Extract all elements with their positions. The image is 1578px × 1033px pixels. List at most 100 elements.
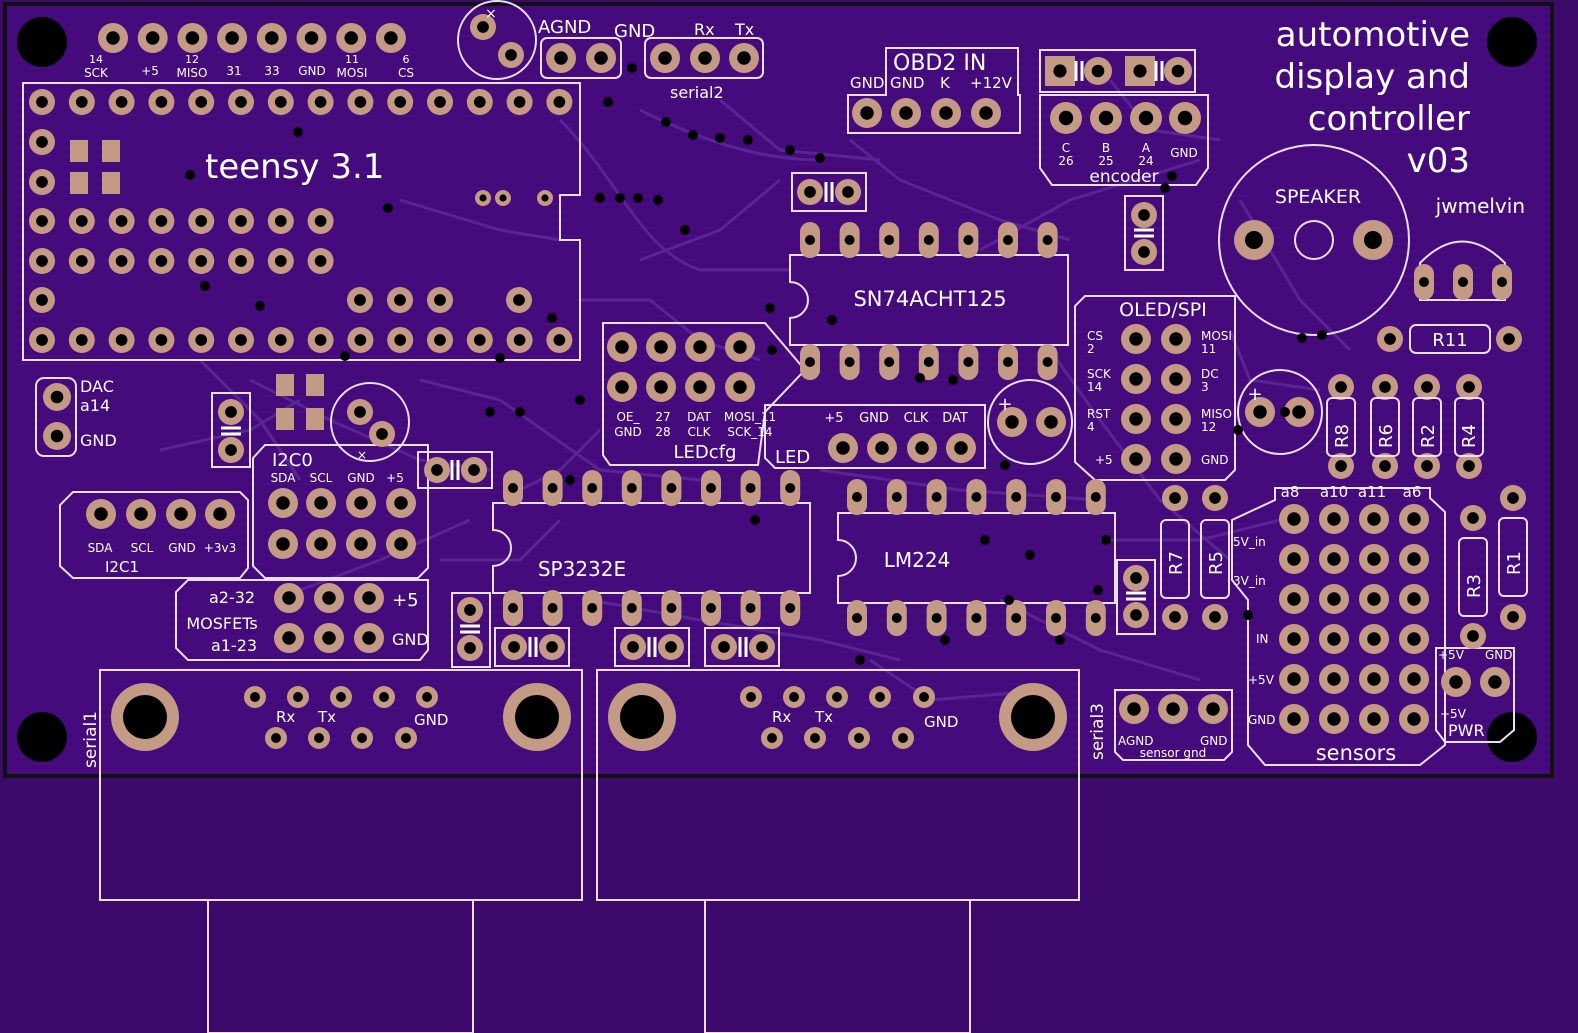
dac-gnd-label: GND — [80, 431, 117, 450]
header-pad-drill — [304, 31, 319, 45]
lm224-pin-drill — [891, 613, 902, 623]
cap-box-1 — [494, 627, 570, 667]
capacitor-top-outline — [457, 0, 537, 80]
serial3-label: serial3 — [1088, 703, 1108, 760]
teensy-pad-drill — [513, 96, 526, 108]
lm224-pin-drill — [931, 492, 942, 502]
silkscreen-text: automotive display and controller v03 jw… — [80, 6, 1525, 768]
teensy-pad-drill — [155, 96, 168, 108]
serial3-gnd: GND — [924, 713, 958, 731]
capacitor-led-outline — [987, 379, 1073, 465]
i2c1-pad-drill — [94, 507, 108, 521]
trace — [519, 428, 602, 492]
encoder-pin-gnd: GND — [1170, 146, 1198, 160]
cap-box-v2 — [211, 392, 251, 468]
led-label: LED — [775, 447, 810, 468]
sensors-row-in: IN — [1256, 632, 1269, 646]
led-pad-drill — [836, 441, 850, 455]
sensors-col-a8: a8 — [1281, 483, 1300, 501]
teensy-pad-drill — [274, 255, 287, 267]
sensors-row-5v: 5V_in — [1233, 535, 1266, 549]
via — [940, 635, 950, 645]
cap-pad-drill — [1005, 415, 1019, 429]
sensor-pad-drill — [1327, 512, 1341, 526]
smd-pad — [70, 140, 88, 162]
sensor-pad-drill — [1367, 632, 1381, 646]
via — [603, 97, 613, 107]
teensy-pad-drill — [115, 96, 128, 108]
encoder-label: encoder — [1089, 167, 1158, 187]
dac-pad-drill — [50, 390, 64, 404]
teensy-pad-drill — [235, 255, 247, 267]
sp3232-pin-drill — [508, 603, 518, 613]
i2c1-pad-drill — [213, 507, 227, 521]
sn74-pin-drill — [963, 357, 974, 367]
teensy-pad-drill — [314, 334, 327, 346]
serial2-pad-drill — [658, 51, 672, 65]
sensors-col-a10: a10 — [1320, 483, 1348, 501]
lm224-pin-drill — [971, 613, 982, 623]
resistor-pad-drill — [1209, 611, 1221, 623]
sn74-pin-drill — [1003, 357, 1013, 367]
trace — [639, 178, 781, 262]
ledcfg-pin-dat: DAT — [687, 410, 711, 424]
sp3232-pin-drill — [785, 603, 796, 613]
ledcfg-pin-clk: CLK — [688, 425, 712, 439]
ledcfg-pad-drill — [615, 340, 629, 354]
sensor-pad-drill — [1407, 672, 1421, 686]
serial2-pad-drill — [698, 51, 712, 65]
teensy-pad-drill — [75, 255, 88, 267]
via — [185, 170, 195, 180]
cap-pad-drill — [376, 428, 388, 440]
serial3-rx: Rx — [772, 708, 791, 726]
resistor-r4-label: R4 — [1459, 424, 1480, 448]
db9-pin-drill — [875, 692, 885, 702]
top-header-plus5: +5 — [141, 64, 159, 78]
board-title-line-3: controller — [1308, 99, 1470, 139]
trace — [419, 378, 701, 482]
r11-pad-drill — [1384, 333, 1396, 345]
sensor-gnd-label: sensor gnd — [1140, 746, 1206, 760]
serial2-pad-drill — [737, 51, 751, 65]
cap-box-v3 — [451, 592, 491, 668]
sensor-pad-drill — [1287, 552, 1301, 566]
sensor-pad-drill — [1407, 552, 1421, 566]
obd2-pad-drill — [939, 106, 953, 120]
mosfets-plus5-label: +5 — [392, 590, 419, 611]
resistor-pad-drill — [1379, 381, 1391, 393]
sensor-pad-drill — [1327, 552, 1341, 566]
serial1-tx: Tx — [317, 708, 336, 726]
sensor-gnd-pad-drill — [1166, 702, 1180, 716]
pwr-pin-gnd: GND — [1485, 648, 1513, 662]
cap-pad-drill — [718, 641, 730, 653]
cap-pad-drill — [1253, 405, 1267, 419]
smd-pad — [276, 408, 294, 430]
ledcfg-pad-drill — [654, 340, 668, 354]
teensy-pad-drill — [235, 96, 247, 108]
via — [615, 193, 625, 203]
teensy-pad-drill — [36, 215, 48, 227]
via — [485, 407, 495, 417]
header-pad-drill — [265, 31, 279, 45]
resistor-pad-drill — [1463, 381, 1475, 393]
i2c1-label: I2C1 — [105, 558, 139, 576]
oled-left-num-4: 4 — [1087, 420, 1095, 434]
sp3232-pin-drill — [785, 483, 796, 493]
teensy-pad-drill — [314, 255, 327, 267]
lm224-pin-drill — [931, 613, 942, 623]
lm224-pin-drill — [852, 613, 862, 623]
cap-pad-drill — [756, 641, 768, 653]
led-pin-clk: CLK — [904, 411, 929, 426]
speaker-center — [1294, 220, 1334, 260]
cap-pad-drill — [468, 464, 480, 476]
teensy-pad-drill — [434, 96, 446, 108]
via — [815, 153, 825, 163]
via — [547, 313, 557, 323]
cap-oled-plus: + — [1247, 384, 1262, 405]
cap-box-v4 — [1116, 559, 1156, 635]
cap-pad-drill — [627, 641, 639, 653]
db9-mount-hole — [123, 695, 167, 739]
oled-left-cs: CS — [1087, 329, 1103, 343]
cap-pad-drill — [431, 464, 443, 476]
cap-box-3 — [704, 627, 780, 667]
